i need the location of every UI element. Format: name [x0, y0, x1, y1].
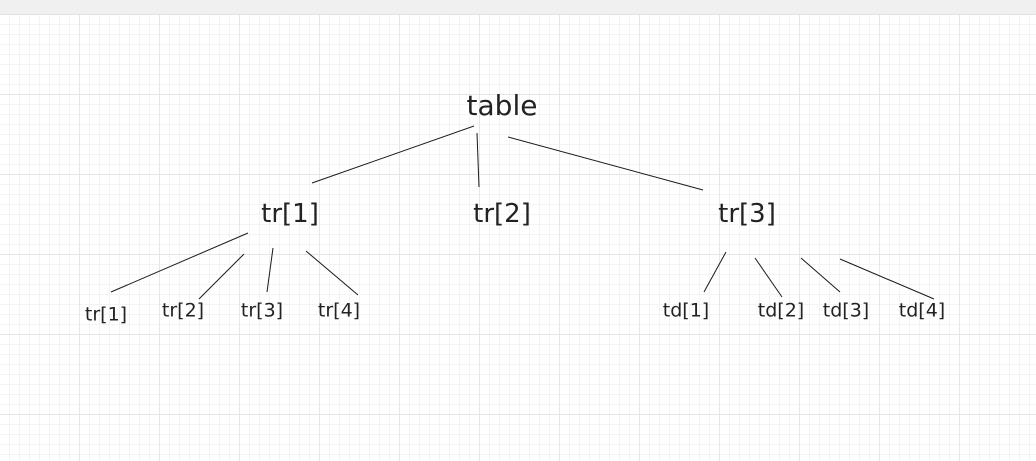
node-tr2[interactable]: tr[2] [473, 199, 531, 229]
edge-tr1-tr3 [266, 247, 274, 293]
edge-tr1-tr4 [305, 250, 359, 296]
edge-table-tr1 [311, 125, 475, 184]
grid-canvas [0, 15, 1036, 461]
node-tr1-child-tr2[interactable]: tr[2] [161, 299, 205, 322]
edge-tr3-td2 [754, 257, 783, 298]
node-tr3-child-td2[interactable]: td[2] [757, 299, 805, 322]
node-tr1-child-tr4[interactable]: tr[4] [317, 299, 361, 322]
edge-tr3-td3 [800, 257, 841, 293]
edge-tr1-tr1 [110, 232, 249, 293]
node-tr1-child-tr1[interactable]: tr[1] [84, 303, 128, 326]
node-tr3[interactable]: tr[3] [718, 199, 776, 229]
node-tr3-child-td4[interactable]: td[4] [898, 299, 946, 322]
node-table[interactable]: table [466, 89, 538, 122]
node-tr1-child-tr3[interactable]: tr[3] [240, 299, 284, 322]
node-tr1[interactable]: tr[1] [261, 199, 319, 229]
edge-tr1-tr2 [198, 253, 245, 300]
edge-table-tr2 [476, 132, 480, 188]
node-tr3-child-td3[interactable]: td[3] [822, 299, 870, 322]
edge-table-tr3 [507, 136, 704, 191]
node-tr3-child-td1[interactable]: td[1] [662, 299, 710, 322]
window-top-bar [0, 0, 1036, 15]
edge-tr3-td4 [839, 258, 935, 300]
edge-tr3-td1 [703, 251, 727, 293]
